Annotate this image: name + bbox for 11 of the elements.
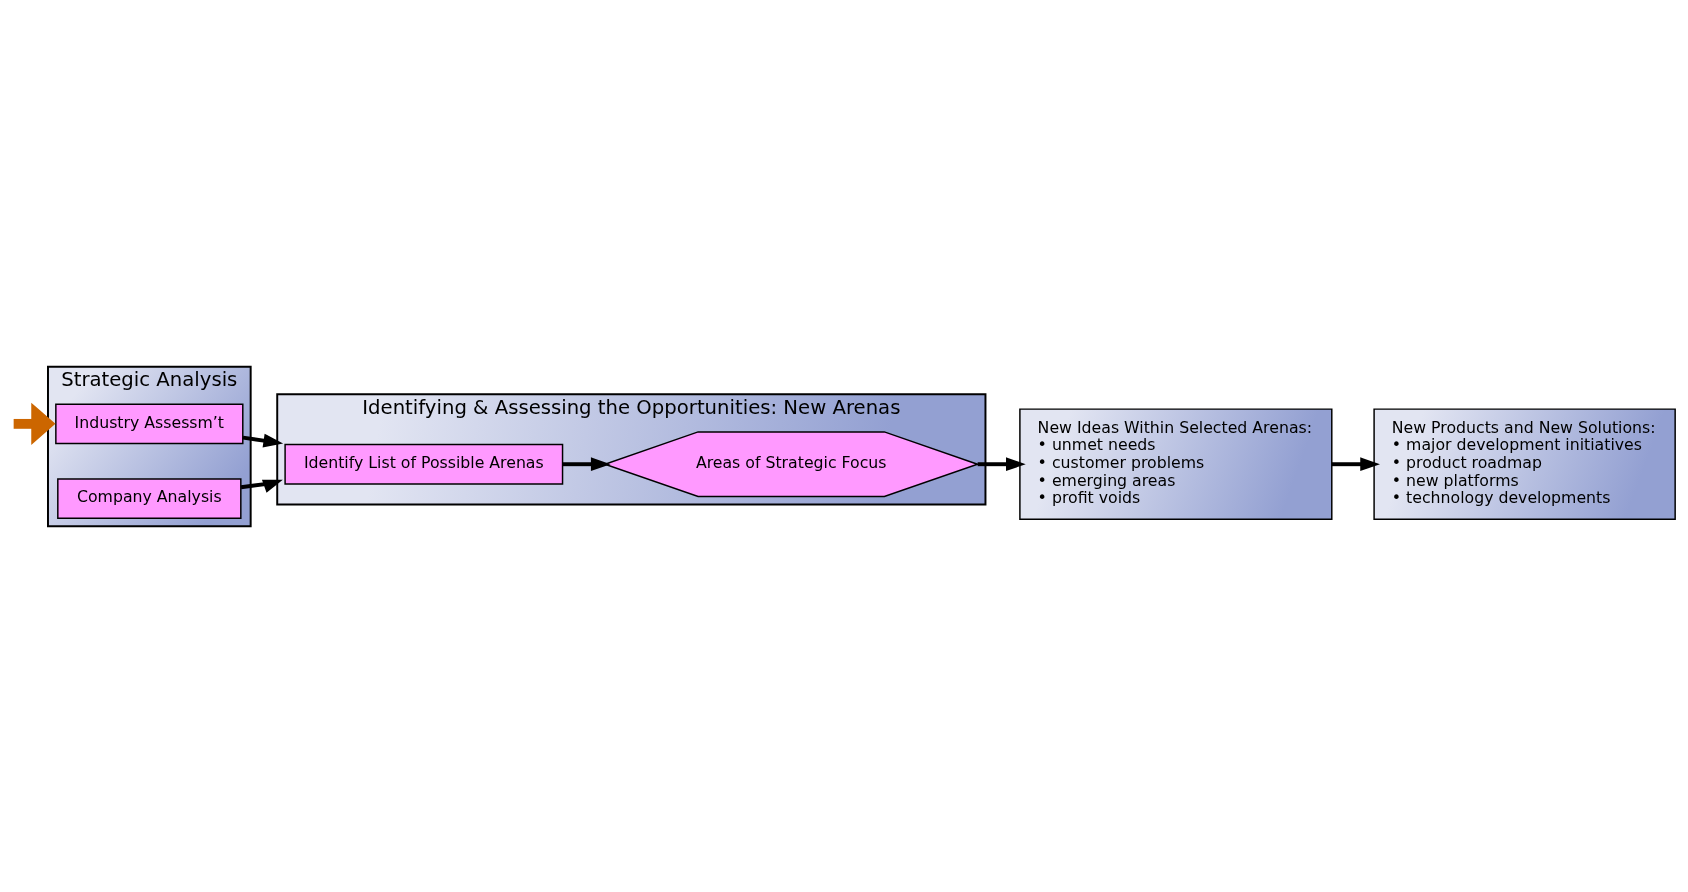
arrow bbox=[562, 456, 611, 471]
node-box: Company Analysis bbox=[57, 477, 242, 519]
arrow bbox=[240, 479, 283, 493]
arrow bbox=[13, 402, 56, 445]
arrow bbox=[977, 456, 1026, 471]
arrow bbox=[1332, 456, 1380, 471]
arrow bbox=[242, 433, 284, 447]
node-box: New Products and New Solutions: • major development initiatives • product roadmap • new platforms • technology developments bbox=[1373, 407, 1676, 520]
node-box: Identify List of Possible Arenas bbox=[284, 443, 564, 485]
node-box: New Ideas Within Selected Arenas: • unmet needs • customer problems • emerging areas • profit voids bbox=[1019, 407, 1333, 520]
node-box: Industry Assessm’t bbox=[55, 402, 244, 444]
